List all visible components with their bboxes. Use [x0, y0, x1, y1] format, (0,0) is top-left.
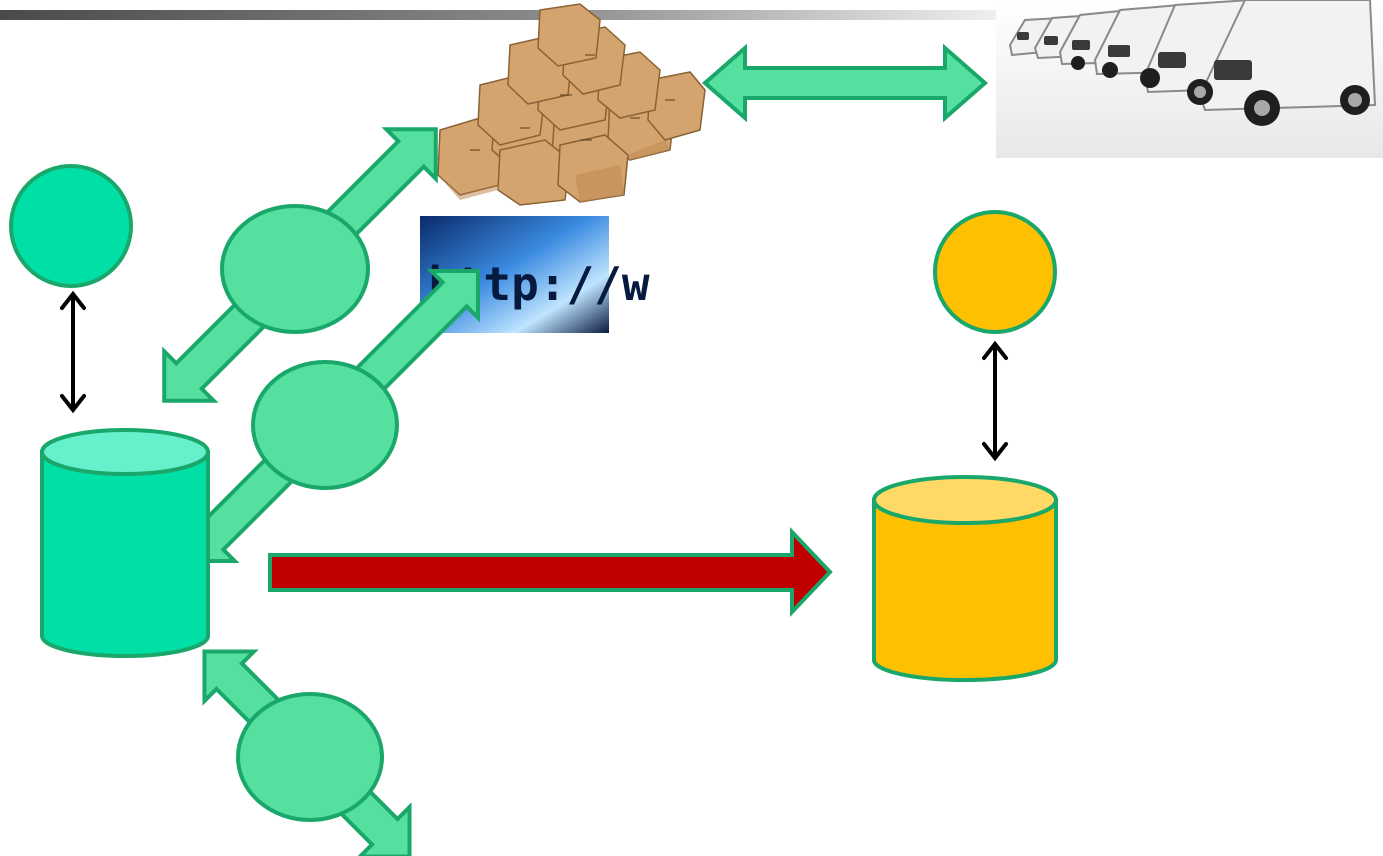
right-black-double-arrow: [982, 340, 1008, 462]
right-database-cylinder: [872, 475, 1058, 682]
lower-link-ellipse: [236, 692, 384, 822]
boxes-vans-double-arrow: [701, 43, 989, 123]
web-link-ellipse: [251, 360, 399, 490]
boxes-image: [437, 3, 706, 206]
boxes-link-ellipse: [220, 204, 370, 334]
left-database-cylinder: [40, 428, 210, 658]
header-bar: [0, 10, 1000, 20]
left-user-circle: [9, 164, 133, 288]
transfer-arrow: [268, 526, 833, 618]
vans-image: [996, 0, 1383, 158]
right-user-circle: [933, 210, 1057, 334]
left-black-double-arrow: [60, 290, 86, 414]
